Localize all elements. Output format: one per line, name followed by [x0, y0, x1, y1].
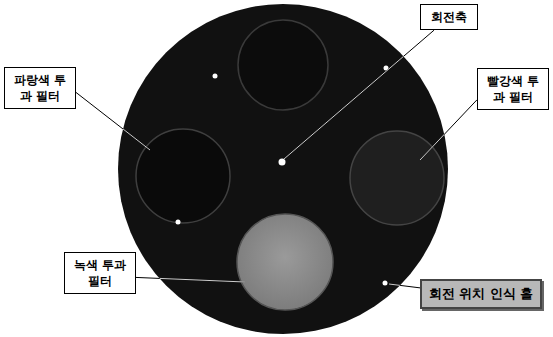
- position-hole: [176, 220, 181, 225]
- leader-line: [284, 30, 434, 159]
- callout-box: 파랑색 투과 필터: [4, 67, 76, 109]
- callout-label: 회전 위치 인식 홀: [427, 285, 535, 303]
- rotation-axis: [279, 159, 286, 166]
- callout-label: 파랑색 투과 필터: [10, 72, 70, 104]
- leader-line: [76, 92, 150, 150]
- callout-label: 빨강색 투과 필터: [483, 73, 543, 105]
- blue-filter: [136, 129, 230, 223]
- callout-label: 회전축: [426, 9, 472, 25]
- leader-line: [76, 92, 150, 150]
- empty-slot: [238, 20, 328, 110]
- position-hole: [383, 281, 388, 286]
- red-filter: [350, 131, 444, 225]
- leader-line: [136, 277, 245, 282]
- hole-callout-box: 회전 위치 인식 홀: [420, 279, 542, 309]
- callout-box: 빨강색 투과 필터: [477, 68, 549, 110]
- callout-box: 녹색 투과 필터: [64, 252, 136, 294]
- callout-box: 회전축: [420, 4, 478, 30]
- leader-line: [389, 284, 420, 288]
- leader-line: [389, 284, 420, 288]
- leader-line: [284, 30, 434, 159]
- position-hole: [213, 74, 218, 79]
- green-filter: [237, 214, 333, 310]
- callout-label: 녹색 투과 필터: [70, 257, 130, 289]
- leader-line: [136, 277, 245, 282]
- wheel-disk: [118, 4, 448, 334]
- leader-line: [420, 100, 477, 160]
- leader-line: [420, 100, 477, 160]
